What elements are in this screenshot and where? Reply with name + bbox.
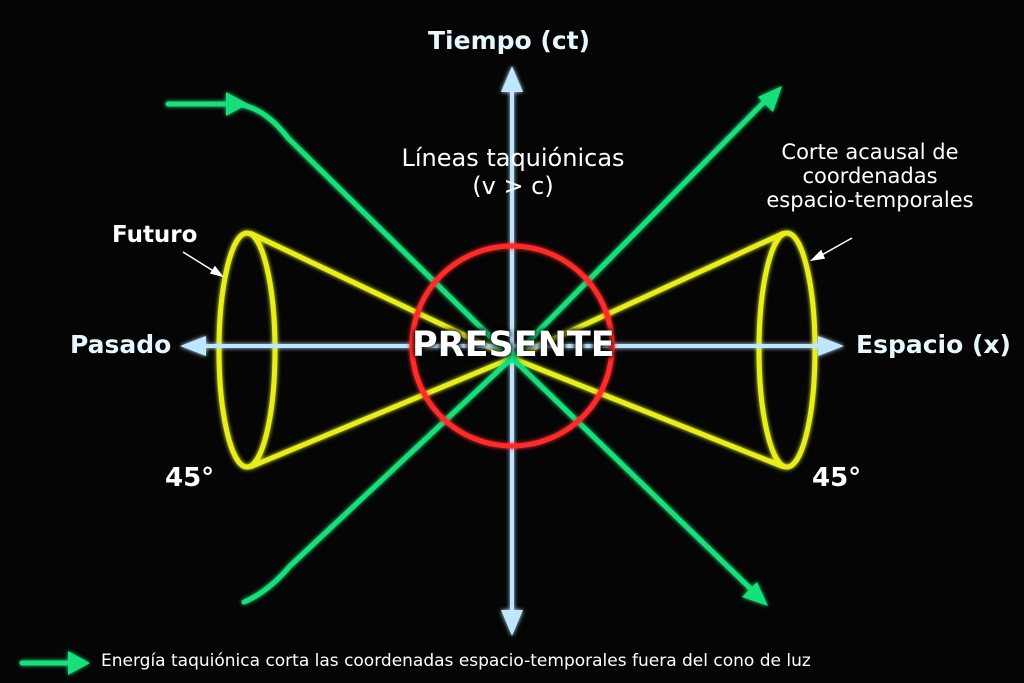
past-axis-label: Pasado [70, 330, 172, 359]
tachyonic-label-line2: (v > c) [472, 171, 554, 200]
corte-pointer-head [809, 249, 826, 262]
tachyon-arrow-head-bottom-right [742, 582, 768, 606]
future-label: Futuro [112, 222, 198, 248]
acausal-cut-label: Corte acausal de coordenadas espacio-tem… [748, 140, 992, 212]
corte-pointer-line [819, 237, 853, 257]
legend-text: Energía taquiónica corta las coordenadas… [101, 651, 811, 671]
cone-left-rim [216, 230, 278, 470]
present-label: PRESENTE [412, 325, 615, 365]
cone-left-upper-edge [248, 230, 514, 361]
light-cone-left [216, 230, 514, 470]
tachyon-arrow-head-top-right [758, 86, 782, 112]
space-axis-arrow-right [818, 336, 844, 356]
acausal-label-line3: espacio-temporales [766, 188, 974, 213]
cone-right-lower-edge [511, 355, 785, 470]
axes [180, 66, 844, 636]
time-axis-label: Tiempo (ct) [428, 26, 591, 55]
tachyonic-label-line1: Líneas taquiónicas [401, 144, 625, 172]
legend-arrow-icon [19, 651, 90, 675]
angle-right-label: 45° [812, 463, 862, 493]
space-axis-label: Espacio (x) [856, 330, 1011, 359]
acausal-label-line2: coordenadas [802, 164, 938, 189]
time-axis-arrow-down [501, 610, 523, 636]
tachyonic-lines-label: Líneas taquiónicas (v > c) [368, 144, 658, 200]
annotation-pointers [182, 237, 853, 278]
cone-right-rim [756, 230, 818, 470]
present-circle [409, 243, 615, 449]
time-axis-arrow-up [501, 66, 523, 92]
space-axis-arrow-left [180, 336, 206, 356]
cone-right-upper-edge [510, 230, 786, 361]
tachyon-arrow-head-top-left [226, 92, 248, 116]
tachyon-line-lower-left [241, 95, 771, 605]
cone-left-lower-edge [249, 355, 513, 470]
angle-left-label: 45° [165, 463, 215, 493]
futuro-pointer-line [182, 251, 216, 273]
tachyonic-lines [165, 86, 782, 606]
acausal-label-line1: Corte acausal de [781, 140, 959, 164]
futuro-pointer-head [209, 265, 224, 278]
light-cone-right [510, 230, 818, 470]
